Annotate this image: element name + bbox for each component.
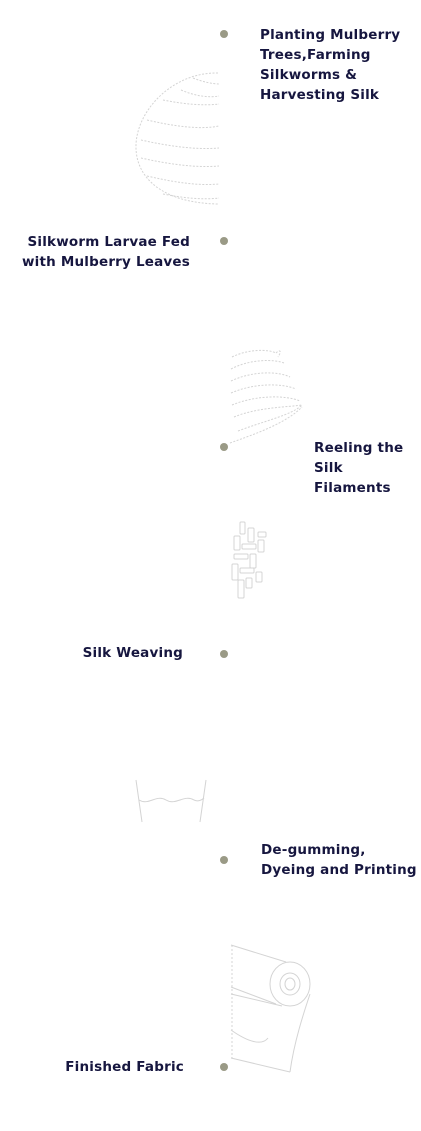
silk-thread-icon (229, 349, 303, 444)
timeline-dot (220, 650, 228, 658)
timeline-dot (220, 30, 228, 38)
mulberry-leaf-icon (135, 72, 220, 205)
weaving-loom-icon (231, 521, 267, 599)
timeline-dot (220, 856, 228, 864)
fabric-roll-icon (230, 944, 311, 1073)
step-title-reeling: Reeling the Silk Filaments (314, 440, 404, 496)
step-title-weaving: Silk Weaving (82, 645, 183, 661)
timeline-dot (220, 1063, 228, 1071)
step-title-planting: Planting Mulberry Trees,Farming Silkworm… (260, 27, 401, 103)
dye-vat-icon (135, 779, 207, 823)
timeline-dot (220, 237, 228, 245)
step-title-finished-fabric: Finished Fabric (65, 1059, 184, 1075)
timeline-dot (220, 443, 228, 451)
step-title-degumming: De-gumming, Dyeing and Printing (261, 842, 417, 878)
step-title-silkworm-larvae: Silkworm Larvae Fed with Mulberry Leaves (21, 234, 190, 270)
